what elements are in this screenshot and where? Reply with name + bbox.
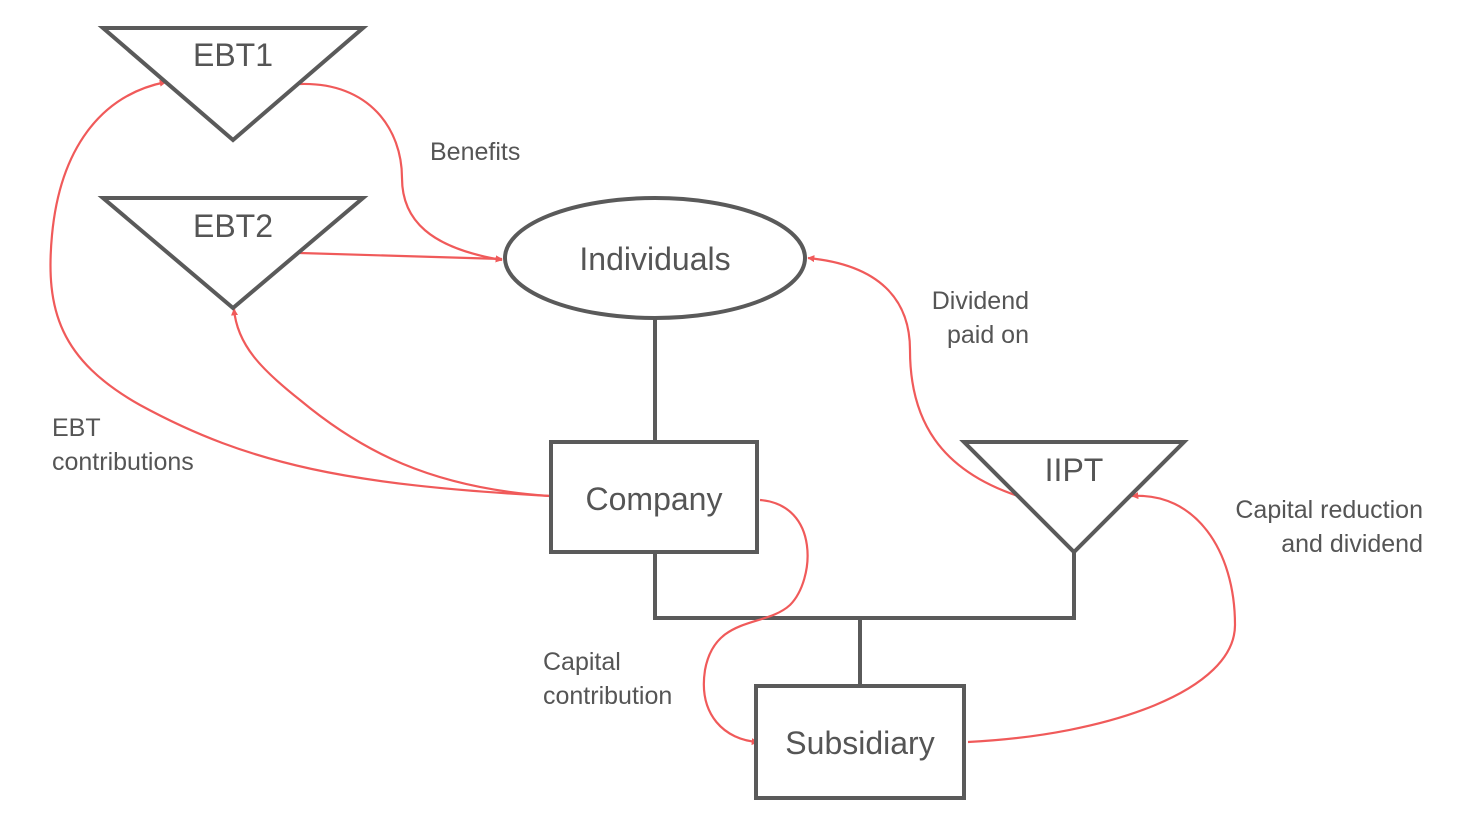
capital-contribution-label-line1: Capital [543, 648, 621, 676]
node-company: Company [549, 440, 759, 554]
node-ebt2: EBT2 [97, 196, 369, 311]
subsidiary-box [754, 684, 966, 800]
ebt2-triangle [97, 196, 369, 311]
capital-reduction-label-line1: Capital reduction [1235, 496, 1423, 524]
capital-reduction-label-line2: and dividend [1281, 530, 1423, 558]
flow-labels: Benefits Dividend paid on EBT contributi… [52, 138, 1423, 710]
node-subsidiary: Subsidiary [754, 684, 966, 800]
iipt-label: IIPT [1045, 452, 1104, 488]
node-iipt: IIPT [959, 440, 1189, 555]
capital-contribution-arrow [702, 498, 809, 746]
ebt1-label: EBT1 [193, 37, 273, 73]
ebt-contributions-label-line2: contributions [52, 448, 194, 476]
individuals-label: Individuals [579, 241, 730, 277]
ownership-connectors [653, 318, 1076, 686]
benefits-arrow-ebt2 [299, 251, 503, 263]
ebt-contributions-label-line1: EBT [52, 414, 101, 442]
company-box [549, 440, 759, 554]
dividend-label-line1: Dividend [932, 287, 1029, 315]
ebt1-triangle [97, 26, 369, 143]
iipt-triangle [959, 440, 1189, 555]
dividend-label-line2: paid on [947, 321, 1029, 349]
node-individuals: Individuals [503, 196, 807, 320]
dividend-arrow [807, 255, 1019, 498]
ebt2-label: EBT2 [193, 208, 273, 244]
ebt-contribution-arrow-ebt2 [231, 308, 551, 498]
company-label: Company [586, 481, 723, 517]
flow-arrows [49, 79, 1237, 746]
individuals-ellipse [503, 196, 807, 320]
subsidiary-label: Subsidiary [785, 725, 934, 761]
capital-contribution-label-line2: contribution [543, 682, 672, 710]
company-iipt-bus-connector [653, 552, 1076, 620]
capital-reduction-arrow [967, 492, 1237, 744]
benefits-label: Benefits [430, 138, 520, 166]
benefits-arrow-ebt1 [299, 82, 503, 263]
node-ebt1: EBT1 [97, 26, 369, 143]
ebt-contribution-arrow-ebt1 [49, 79, 551, 498]
